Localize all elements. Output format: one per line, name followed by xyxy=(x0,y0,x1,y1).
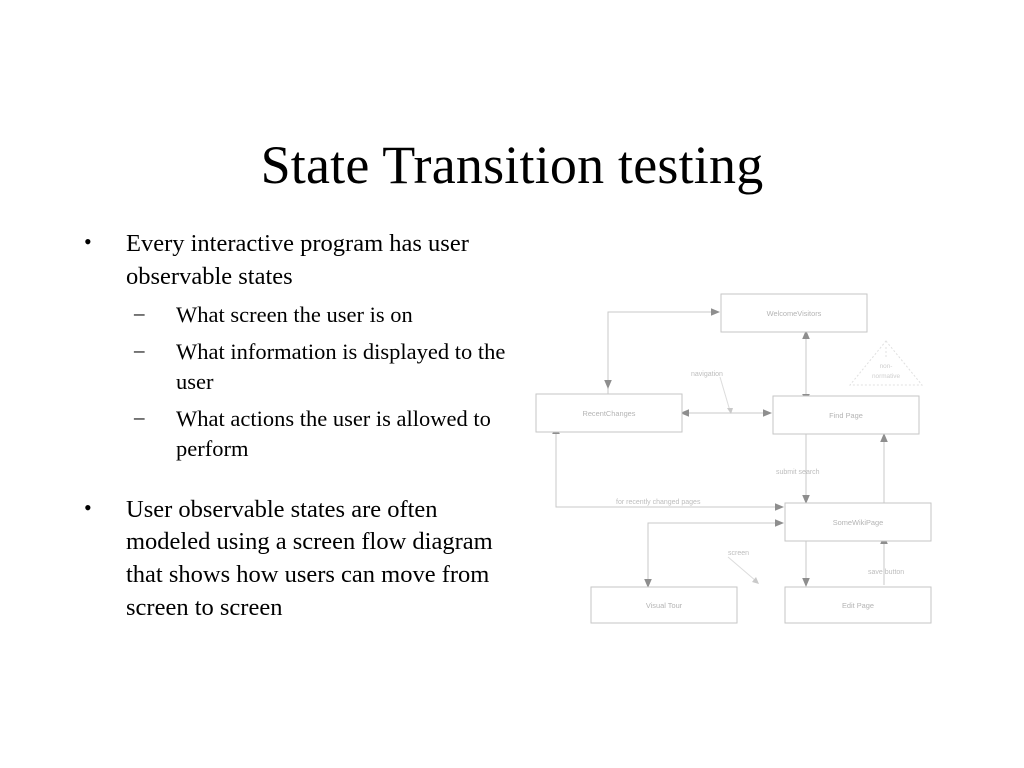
list-item: – What information is displayed to the u… xyxy=(126,337,508,397)
node-somewikipage[interactable]: SomeWikiPage xyxy=(784,502,932,542)
list-item-text: Every interactive program has user obser… xyxy=(126,230,469,290)
list-item: • Every interactive program has user obs… xyxy=(78,228,508,293)
node-label: Visual Tour xyxy=(646,601,683,610)
edge-label-screen: screen xyxy=(728,550,749,557)
node-editpage[interactable]: Edit Page xyxy=(784,586,932,624)
annotation-line-2: normative xyxy=(872,373,901,380)
screen-flow-diagram: WelcomeVisitors RecentChanges Find Page … xyxy=(530,285,942,630)
bullet-marker-icon: • xyxy=(84,229,92,254)
arrowhead-icon xyxy=(775,503,784,511)
node-label: Edit Page xyxy=(842,601,874,610)
bullet-list: • Every interactive program has user obs… xyxy=(78,228,508,624)
node-findpage[interactable]: Find Page xyxy=(772,395,920,435)
leader-line-navigation xyxy=(719,376,731,412)
arrowhead-icon xyxy=(802,330,810,339)
list-item: – What actions the user is allowed to pe… xyxy=(126,404,508,464)
leader-arrowhead-icon xyxy=(727,408,733,414)
list-item-text: User observable states are often modeled… xyxy=(126,495,493,621)
leader-line-screen xyxy=(727,556,757,582)
dash-marker-icon: – xyxy=(134,404,145,429)
arrowhead-icon xyxy=(711,308,720,316)
edge-label-submit-search: submit search xyxy=(776,469,820,476)
list-item: – What screen the user is on xyxy=(126,300,508,330)
node-visualtour[interactable]: Visual Tour xyxy=(590,586,738,624)
node-box xyxy=(772,395,920,435)
node-label: Find Page xyxy=(829,411,863,420)
arrowhead-icon xyxy=(763,409,772,417)
node-recentchanges[interactable]: RecentChanges xyxy=(535,393,683,433)
arrowhead-icon xyxy=(644,579,652,588)
node-box xyxy=(590,586,738,624)
triangle-icon xyxy=(848,340,924,386)
list-item: • User observable states are often model… xyxy=(78,494,508,624)
list-item-text: What actions the user is allowed to perf… xyxy=(176,405,491,461)
arrowhead-icon xyxy=(880,433,888,442)
edge-label-navigation: navigation xyxy=(691,371,723,378)
node-box xyxy=(535,393,683,433)
node-label: SomeWikiPage xyxy=(833,518,884,527)
edge-visualtour-to-somewikipage xyxy=(647,522,776,585)
node-label: RecentChanges xyxy=(582,409,635,418)
arrowhead-icon xyxy=(680,409,689,417)
edge-label-recently-changed-pages: for recently changed pages xyxy=(616,499,701,506)
dash-marker-icon: – xyxy=(134,301,145,326)
node-box xyxy=(784,502,932,542)
arrowhead-icon xyxy=(775,519,784,527)
leader-arrowhead-icon xyxy=(752,577,759,584)
arrowhead-icon xyxy=(802,578,810,587)
edge-label-save-button: save button xyxy=(868,569,904,576)
arrowhead-icon xyxy=(802,495,810,504)
list-spacer xyxy=(78,464,508,494)
node-box xyxy=(784,586,932,624)
node-box xyxy=(720,293,868,333)
sub-bullet-list: – What screen the user is on – What info… xyxy=(78,300,508,464)
list-item-text: What screen the user is on xyxy=(176,302,413,328)
list-item-text: What information is displayed to the use… xyxy=(176,339,506,394)
node-welcomevisitors[interactable]: WelcomeVisitors xyxy=(720,293,868,333)
page-title: State Transition testing xyxy=(260,135,764,196)
annotation-line-1: non- xyxy=(880,363,893,370)
arrowhead-icon xyxy=(604,380,612,389)
edge-somewikipage-to-recentchanges xyxy=(555,433,776,508)
node-label: WelcomeVisitors xyxy=(767,309,822,318)
non-normative-annotation: non- normative xyxy=(848,340,924,386)
bullet-marker-icon: • xyxy=(84,494,92,520)
dash-marker-icon: – xyxy=(134,338,145,363)
